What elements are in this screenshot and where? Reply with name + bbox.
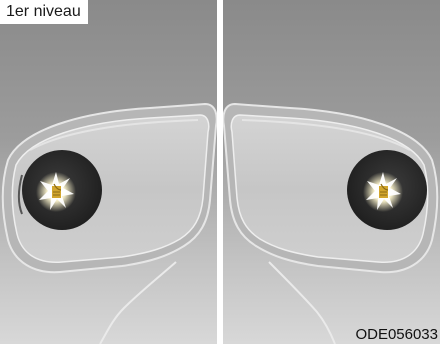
right-mirror-illustration bbox=[223, 0, 440, 344]
left-mirror-illustration bbox=[0, 0, 217, 344]
left-mirror-panel: 1er niveau bbox=[0, 0, 217, 344]
figure-code: ODE056033 bbox=[355, 326, 438, 344]
right-mirror-panel: ODE056033 bbox=[223, 0, 440, 344]
level-label: 1er niveau bbox=[0, 0, 88, 24]
